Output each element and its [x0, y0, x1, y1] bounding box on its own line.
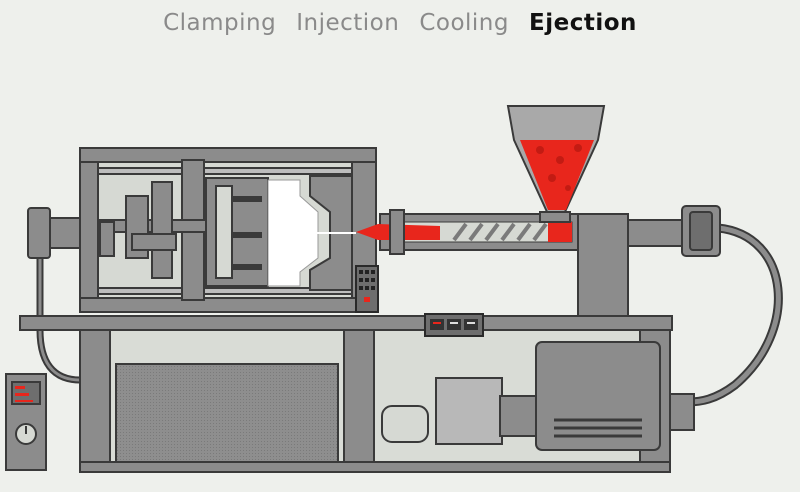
machine-bed — [19, 315, 673, 331]
clamp-cylinder — [27, 207, 81, 259]
injection-unit — [300, 209, 581, 255]
stage-cooling: Cooling — [419, 10, 509, 36]
drive-housing — [577, 205, 721, 317]
control-box-icon — [5, 373, 47, 471]
stage-labels: Clamping Injection Cooling Ejection — [0, 10, 800, 36]
screw-icon — [452, 222, 548, 242]
control-panel-icon — [355, 265, 379, 313]
mold — [205, 175, 353, 291]
stage-injection: Injection — [296, 10, 400, 36]
hopper-icon — [506, 105, 606, 223]
stage-ejection: Ejection — [529, 10, 637, 36]
stage-clamping: Clamping — [163, 10, 277, 36]
motor-icon — [381, 341, 695, 451]
temperature-display-icon — [424, 313, 484, 337]
